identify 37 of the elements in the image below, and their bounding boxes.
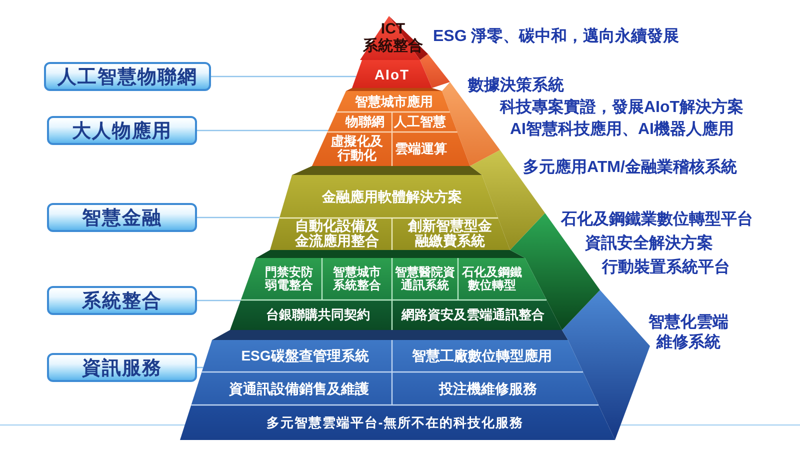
connector-line <box>197 130 328 132</box>
tier-label: 智慧醫院資通訊系統 <box>394 266 456 292</box>
connector-line <box>197 216 280 218</box>
tier-label: 人工智慧 <box>394 114 446 130</box>
tier-label: 創新智慧型金融繳費系統 <box>408 218 492 250</box>
tier-label: 門禁安防弱電整合 <box>264 266 314 292</box>
category-box: 系統整合 <box>47 286 197 315</box>
connector-line <box>197 300 241 302</box>
tier-label: 物聯網 <box>346 114 384 130</box>
tier-label: 雲端運算 <box>395 142 447 156</box>
tier-label: 智慧城市系統整合 <box>332 266 382 292</box>
tier-label: 石化及鋼鐵數位轉型 <box>462 266 522 292</box>
side-note: 科技專案實證，發展AIoT解決方案 <box>500 98 744 118</box>
side-note: 智慧化雲端維修系統 <box>648 313 729 353</box>
category-box: 大人物應用 <box>47 116 197 145</box>
category-box: 人工智慧物聯網 <box>44 62 211 91</box>
tier-label: 智慧工廠數位轉型應用 <box>412 348 552 364</box>
tier-label: ESG碳盤查管理系統 <box>241 348 369 364</box>
tier-label: 自動化設備及金流應用整合 <box>294 218 380 250</box>
side-note: 行動裝置系統平台 <box>602 258 730 278</box>
tier-label: 虛擬化及行動化 <box>330 134 384 164</box>
tier-label: 金融應用軟體解決方案 <box>322 189 462 205</box>
tier-label: 資通訊設備銷售及維護 <box>229 381 369 397</box>
category-box: 資訊服務 <box>47 353 197 382</box>
side-note: 多元應用ATM/金融業稽核系統 <box>523 158 737 178</box>
tier-label: 投注機維修服務 <box>439 381 537 397</box>
side-note: AI智慧科技應用、AI機器人應用 <box>510 120 734 140</box>
side-note: ESG 淨零、碳中和，邁向永續發展 <box>433 27 680 47</box>
tier-label: 智慧城市應用 <box>355 94 433 110</box>
side-note: 數據決策系統 <box>468 76 564 96</box>
side-note: 石化及鋼鐵業數位轉型平台 <box>561 210 753 230</box>
tier-label: 台銀聯購共同契約 <box>266 308 370 322</box>
tier-label: 網路資安及雲端通訊整合 <box>402 308 544 322</box>
category-box: 智慧金融 <box>47 203 197 232</box>
connector-line <box>211 76 356 78</box>
side-note: 資訊安全解決方案 <box>585 234 713 254</box>
tier-label: 多元智慧雲端平台-無所不在的科技化服務 <box>266 416 524 430</box>
